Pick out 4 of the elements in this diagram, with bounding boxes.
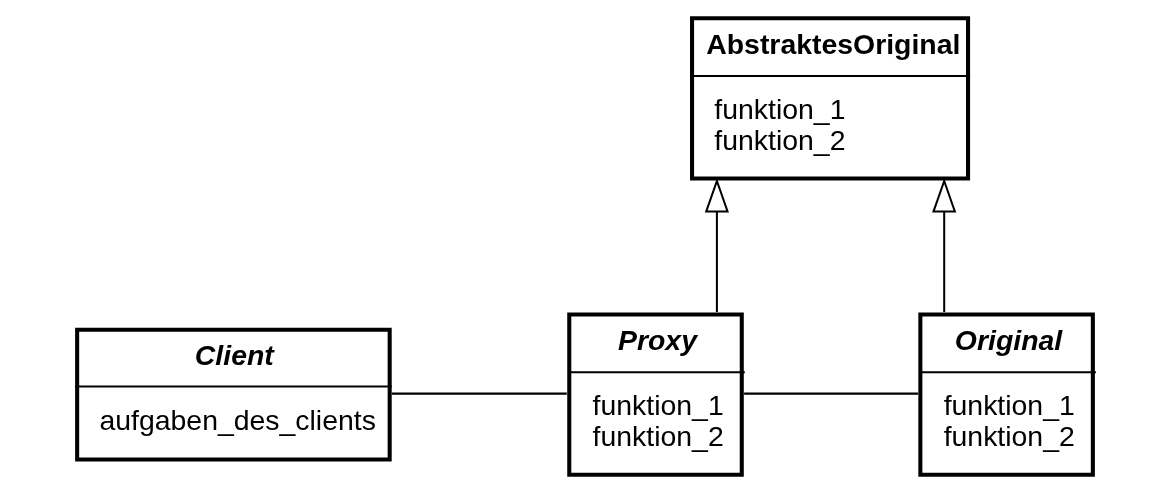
arrow xyxy=(931,177,956,313)
arrow xyxy=(704,177,729,313)
connector xyxy=(743,392,918,395)
connector xyxy=(391,392,567,395)
